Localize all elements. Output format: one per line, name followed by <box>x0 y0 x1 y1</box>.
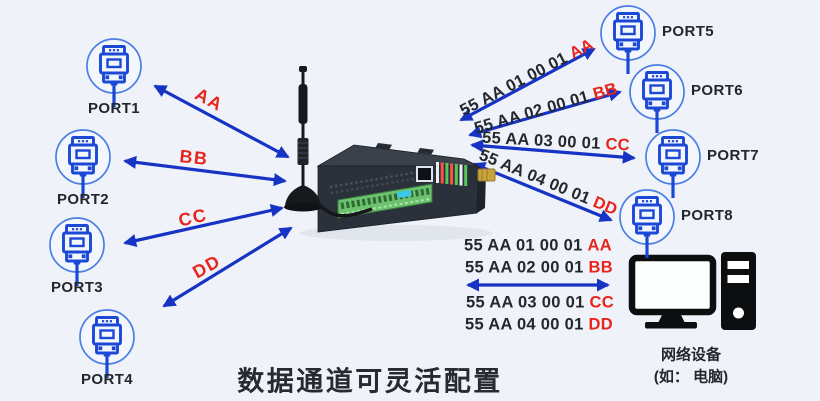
network-device-hint: (如： 电脑) <box>653 368 729 386</box>
port-node-port1: PORT1 <box>84 36 144 117</box>
channel-label-dd: DD <box>189 250 225 283</box>
serial-port-icon <box>77 307 137 381</box>
serial-port-icon <box>627 62 687 136</box>
computer-icon <box>628 252 756 330</box>
network-device-name: 网络设备 <box>660 346 722 364</box>
channel-label-aa: AA <box>191 83 227 116</box>
frame-prefix: 55 AA 01 00 01 <box>464 236 583 255</box>
port-node-port8: PORT8 <box>617 187 733 261</box>
port-label: PORT3 <box>50 279 104 296</box>
channel-label-bb: BB <box>178 146 210 169</box>
port-node-port3: PORT3 <box>47 215 107 296</box>
monitor-icon <box>628 254 717 316</box>
frame-suffix: DD <box>590 193 620 220</box>
frame-suffix: AA <box>587 236 612 255</box>
serial-port-icon <box>84 36 144 110</box>
serial-port-icon <box>617 187 677 261</box>
frame-prefix: 55 AA 02 00 01 <box>465 258 584 277</box>
frame-prefix: 55 AA 04 00 01 <box>476 145 593 208</box>
frame-message-port8: 55 AA 04 00 01DD <box>476 146 620 220</box>
port-label: PORT8 <box>681 207 734 224</box>
frame-prefix: 55 AA 04 00 01 <box>465 315 584 334</box>
port-label: PORT5 <box>662 23 715 40</box>
channel-label-cc: CC <box>176 204 210 231</box>
port-label: PORT1 <box>87 100 141 117</box>
frame-suffix: CC <box>605 135 631 155</box>
antenna-icon <box>284 66 373 218</box>
serial-server-device-icon <box>300 143 496 241</box>
port-label: PORT7 <box>707 147 760 164</box>
port-node-port4: PORT4 <box>77 307 137 388</box>
frame-prefix: 55 AA 03 00 01 <box>481 128 602 153</box>
port-node-port2: PORT2 <box>53 127 113 208</box>
port-label: PORT6 <box>691 82 744 99</box>
frame-suffix: BB <box>590 79 620 104</box>
arrow-port4-device <box>162 226 293 308</box>
frame-prefix: 55 AA 03 00 01 <box>466 293 585 312</box>
port-label: PORT4 <box>80 371 134 388</box>
port-label: PORT2 <box>56 191 110 208</box>
frame-suffix: AA <box>566 35 597 63</box>
frame-suffix: BB <box>588 258 613 277</box>
tower-icon <box>721 252 756 330</box>
port-node-port5: PORT5 <box>598 3 714 77</box>
port-node-port6: PORT6 <box>627 62 743 136</box>
serial-port-icon <box>53 127 113 201</box>
diagram-title: 数据通道可灵活配置 <box>237 366 503 397</box>
frame-suffix: DD <box>588 315 613 334</box>
frame-suffix: CC <box>589 293 614 312</box>
port-node-port7: PORT7 <box>643 127 759 201</box>
serial-port-icon <box>47 215 107 289</box>
